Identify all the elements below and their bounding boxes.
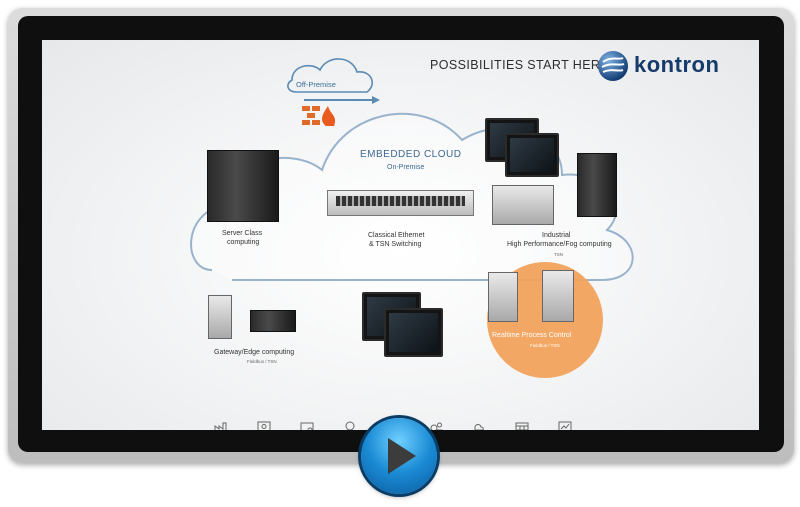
chart-person-icon [558, 421, 572, 430]
controller-image-2 [542, 270, 574, 322]
embedded-cloud-title: EMBEDDED CLOUD [360, 149, 462, 160]
industrial-server-image [492, 185, 554, 225]
realtime-sub-label: Fieldbus / TSN [530, 343, 560, 348]
panel-pc-image-2 [505, 133, 559, 177]
kontron-logo-icon [598, 51, 628, 81]
gateway-device-image [208, 295, 232, 339]
gear-monitor-icon [257, 421, 271, 430]
industrial-label-line2: High Performance/Fog computing [507, 241, 612, 248]
gateway-sub-label: Fieldbus / TSN [247, 359, 277, 364]
factory-icon [214, 422, 227, 430]
tower-server-image [577, 153, 617, 217]
play-icon [388, 438, 416, 474]
kontron-logo-text: kontron [634, 52, 720, 77]
cogs-icon [430, 422, 443, 430]
industrial-sub-label: TSN [554, 252, 563, 257]
calendar-grid-icon [515, 422, 529, 430]
tagline: POSSIBILITIES START HERE [430, 58, 610, 72]
off-premise-label: Off-Premise [296, 80, 336, 89]
switch-label-line2: & TSN Switching [369, 241, 422, 248]
switch-label-line1: Classical Ethernet [368, 232, 425, 239]
controller-image-1 [488, 272, 518, 322]
on-premise-label: On-Premise [387, 164, 425, 171]
server-label-line1: Server Class [222, 230, 263, 237]
panel-pc-image-4 [384, 308, 443, 357]
server-rack-image [207, 150, 279, 222]
cloud-person-icon [474, 423, 484, 430]
dashboard-icon [300, 422, 314, 430]
gateway-label: Gateway/Edge computing [214, 349, 295, 356]
industrial-label-line1: Industrial [542, 232, 571, 239]
video-screen[interactable]: Off-Premise EMBEDDED CLOUD On-Premise Se… [42, 40, 759, 430]
realtime-label: Realtime Process Control [492, 332, 572, 339]
edge-router-image [250, 310, 296, 332]
play-button[interactable] [361, 418, 437, 494]
ethernet-switch-image [327, 190, 474, 216]
server-label-line2: computing [227, 239, 260, 246]
settings-person-icon [345, 421, 355, 430]
